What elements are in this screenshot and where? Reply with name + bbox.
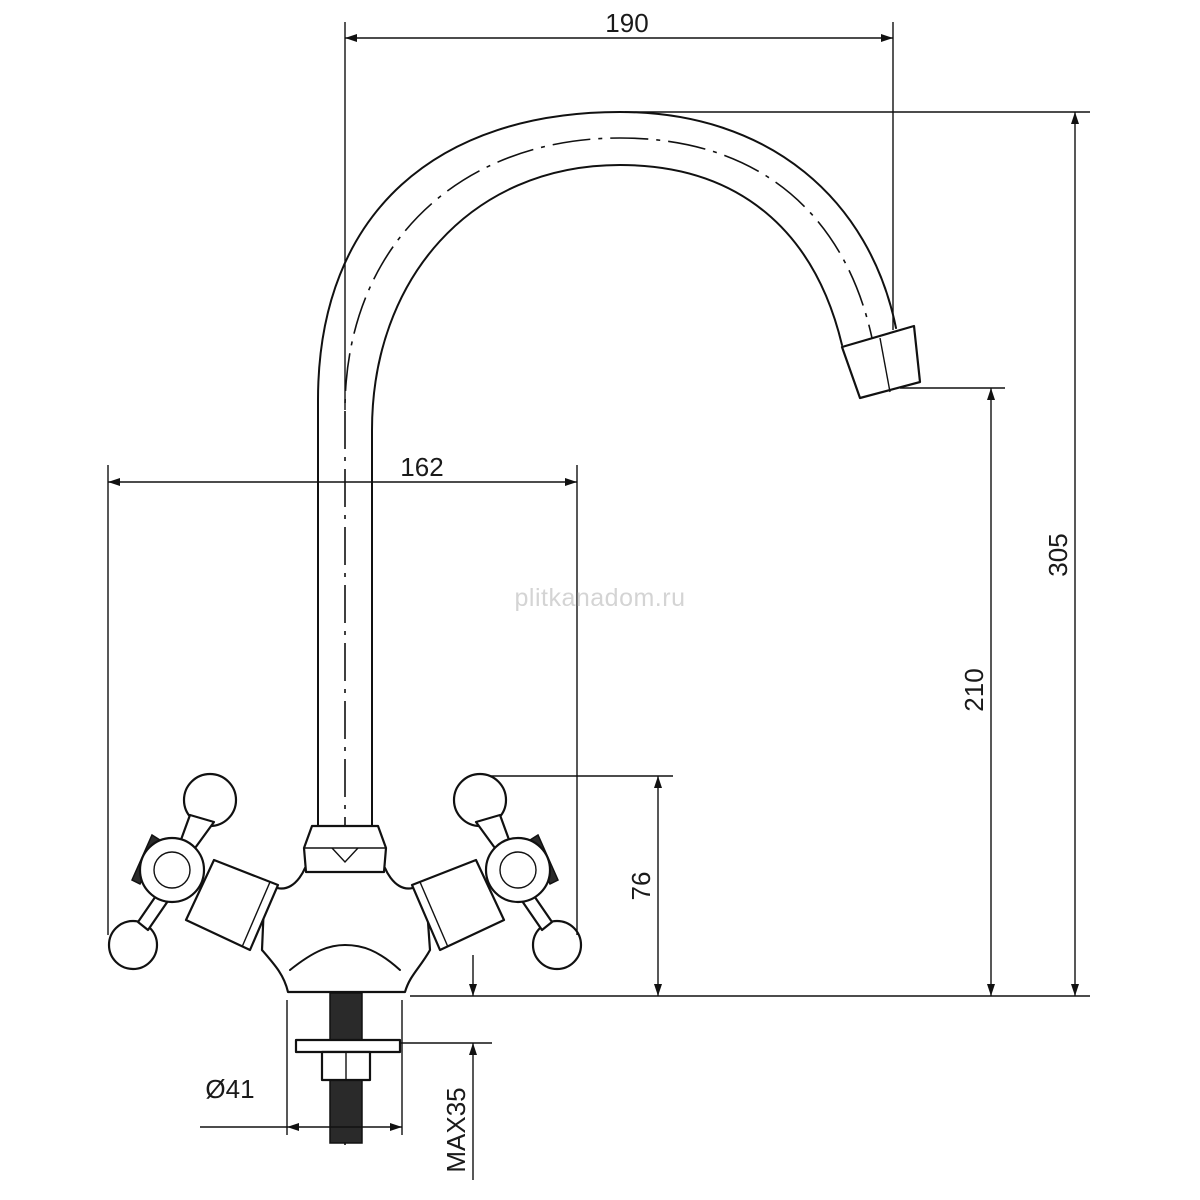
dim-label-162: 162 xyxy=(400,452,443,482)
left-cross-handle xyxy=(107,772,238,971)
left-handle-bottom-knob xyxy=(107,919,159,971)
aerator-ring xyxy=(879,337,891,393)
left-valve-housing xyxy=(184,858,280,952)
dim-label-305: 305 xyxy=(1043,533,1073,576)
watermark-text: plitkanadom.ru xyxy=(515,584,686,612)
hex-nut-facet xyxy=(331,847,359,864)
right-valve-ring xyxy=(419,881,449,948)
right-handle-hub-inner xyxy=(499,851,537,889)
dimension-lines xyxy=(108,34,1079,1180)
aerator-nozzle xyxy=(840,324,922,400)
right-valve-housing xyxy=(410,858,506,952)
spout-outer-contour xyxy=(317,111,897,826)
left-handle-hub-inner xyxy=(153,851,191,889)
mixer-body xyxy=(260,866,432,994)
extension-lines xyxy=(107,22,1090,1135)
spout-hex-nut xyxy=(302,824,388,874)
mounting-washer xyxy=(294,1038,402,1054)
dim-label-76: 76 xyxy=(626,872,656,901)
dim-label-190: 190 xyxy=(605,8,648,38)
dim-label-210: 210 xyxy=(959,668,989,711)
body-crest xyxy=(289,944,401,971)
spout-center-axis xyxy=(344,137,873,1145)
right-cross-handle xyxy=(452,772,583,971)
left-handle-hub xyxy=(138,836,206,904)
right-handle-hub xyxy=(484,836,552,904)
dim-label-max35: MAX35 xyxy=(441,1087,471,1172)
dim-label-diameter: Ø41 xyxy=(205,1074,254,1104)
spout-inner-contour xyxy=(371,164,843,826)
faucet-outline xyxy=(107,111,922,1145)
right-handle-bottom-knob xyxy=(531,919,583,971)
left-valve-ring xyxy=(241,881,271,948)
